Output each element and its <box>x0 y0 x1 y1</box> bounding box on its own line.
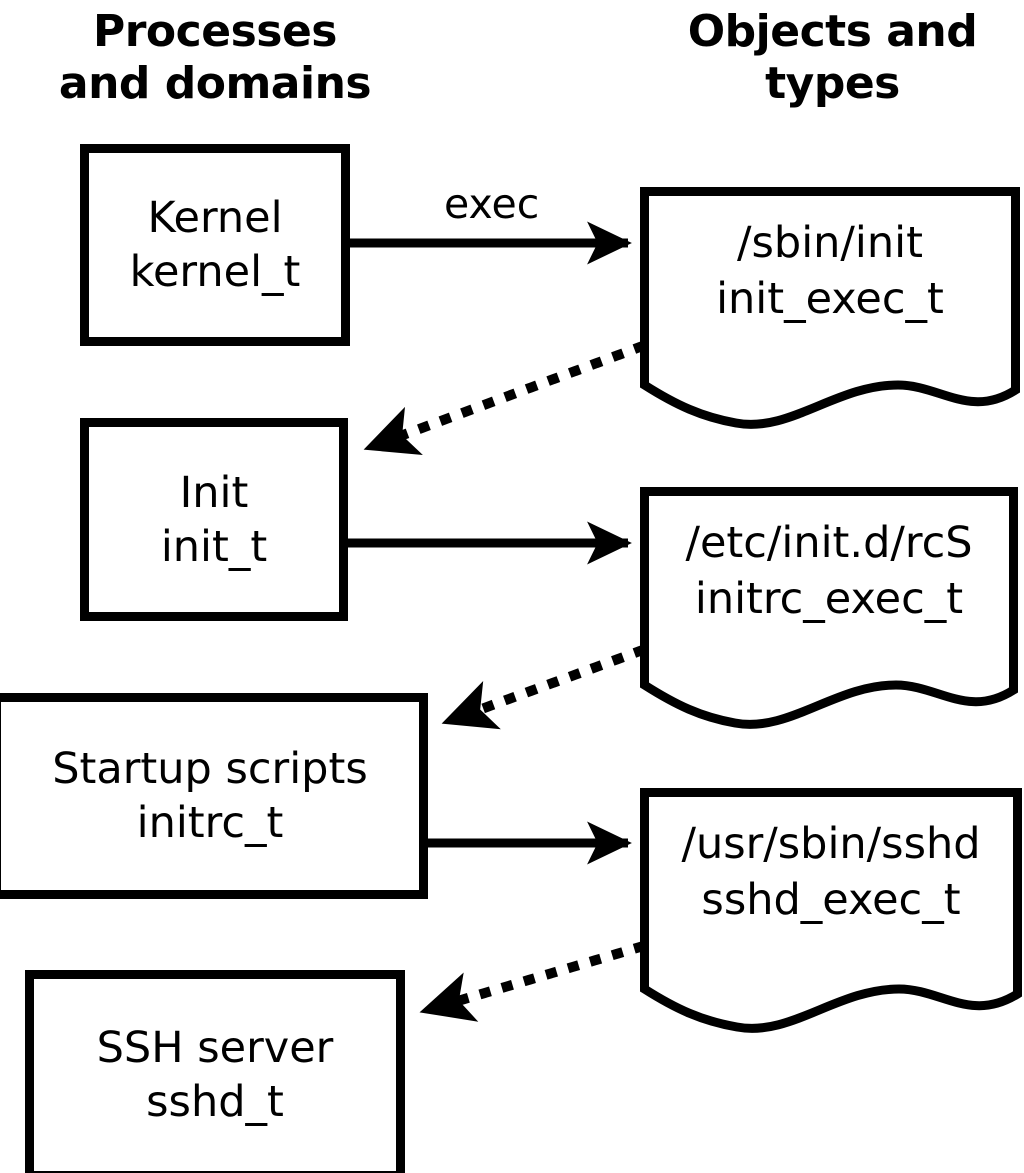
process-box-kernel-type: kernel_t <box>129 247 301 297</box>
column-heading-processes: Processes and domains <box>58 6 372 109</box>
process-box-init-name: Init <box>179 467 249 518</box>
process-box-kernel[interactable]: Kernel kernel_t <box>80 144 350 346</box>
process-box-ssh-server-type: sshd_t <box>146 1077 284 1127</box>
document-shape-icon <box>640 187 1020 429</box>
edge-initrcexec-becomes-initrc <box>439 644 647 730</box>
column-heading-objects: Objects and types <box>687 6 978 109</box>
process-box-init-type: init_t <box>160 521 268 572</box>
process-box-init[interactable]: Init init_t <box>80 418 348 621</box>
process-box-startup-scripts-type: initrc_t <box>136 798 284 848</box>
object-box-sshd-exec[interactable]: /usr/sbin/sshd sshd_exec_t <box>640 788 1022 1036</box>
edge-label-exec: exec <box>444 180 540 228</box>
process-box-kernel-name: Kernel <box>147 193 283 243</box>
process-box-ssh-server[interactable]: SSH server sshd_t <box>25 970 405 1173</box>
edge-sshdexec-becomes-sshd <box>417 940 647 1022</box>
process-box-startup-scripts[interactable]: Startup scripts initrc_t <box>0 693 428 899</box>
process-box-ssh-server-name: SSH server <box>96 1023 334 1073</box>
process-box-startup-scripts-name: Startup scripts <box>52 744 368 794</box>
object-box-init-exec[interactable]: /sbin/init init_exec_t <box>640 187 1020 432</box>
edge-initexec-becomes-init <box>361 340 647 456</box>
object-box-initrc-exec[interactable]: /etc/init.d/rcS initrc_exec_t <box>640 487 1018 732</box>
document-shape-icon <box>640 788 1022 1033</box>
document-shape-icon <box>640 487 1018 729</box>
